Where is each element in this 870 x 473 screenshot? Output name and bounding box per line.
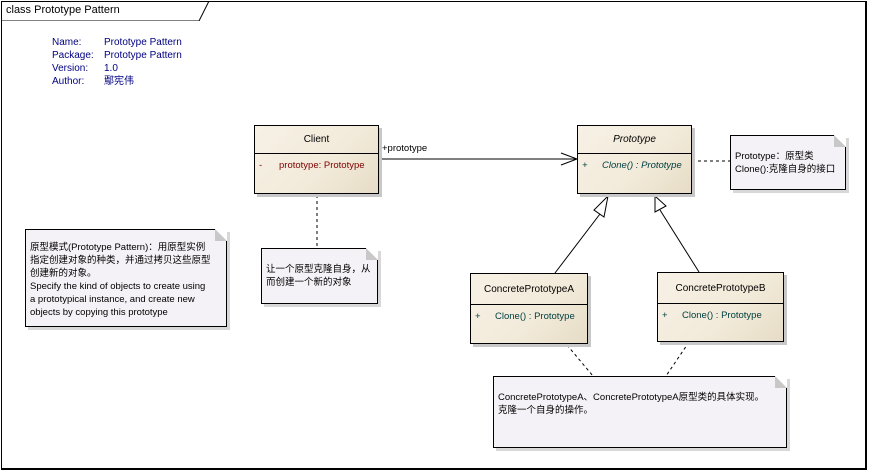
note-text: Prototype：原型类 bbox=[735, 151, 814, 162]
note-text: 让一个原型克隆自身，从 bbox=[266, 264, 371, 275]
metadata-value: 鄢宪伟 bbox=[104, 76, 134, 87]
note-fold bbox=[834, 135, 846, 147]
class-name: ConcretePrototypeB bbox=[658, 273, 783, 304]
note-text: 原型模式(Prototype Pattern)：用原型实例 bbox=[30, 242, 206, 253]
note-text: 克隆一个自身的操作。 bbox=[498, 405, 594, 416]
attribute-prototype[interactable]: - prototype: Prototype bbox=[255, 154, 378, 171]
metadata-value: Prototype Pattern bbox=[104, 50, 182, 61]
metadata-row-name: Name: Prototype Pattern bbox=[52, 36, 182, 49]
note-text: Specify the kind of objects to create us… bbox=[30, 281, 206, 292]
diagram-metadata: Name: Prototype Pattern Package: Prototype… bbox=[52, 36, 182, 88]
generalization-b-line bbox=[659, 209, 700, 273]
frame-title: class Prototype Pattern bbox=[6, 4, 120, 16]
operation-text: Clone() : Prototype bbox=[495, 311, 575, 322]
note-prototype[interactable]: Prototype：原型类 Clone():克隆自身的接口 bbox=[730, 135, 846, 190]
generalization-a-arrowhead bbox=[593, 194, 609, 218]
class-client[interactable]: Client - prototype: Prototype bbox=[254, 125, 379, 194]
metadata-key: Name: bbox=[52, 37, 82, 48]
note-concrete-prototypes[interactable]: ConcretePrototypeA、ConcretePrototypeA原型类… bbox=[493, 376, 787, 448]
metadata-value: Prototype Pattern bbox=[104, 37, 182, 48]
association-role-label: +prototype bbox=[382, 143, 428, 154]
class-prototype[interactable]: Prototype + Clone() : Prototype bbox=[577, 125, 692, 194]
generalization-b-arrowhead bbox=[654, 194, 667, 213]
class-concrete-prototype-b[interactable]: ConcretePrototypeB + Clone() : Prototype bbox=[657, 272, 784, 342]
operation-text: Clone() : Prototype bbox=[602, 160, 682, 171]
metadata-key: Version: bbox=[52, 63, 89, 74]
note-text: ConcretePrototypeA、ConcretePrototypeA原型类… bbox=[498, 392, 765, 403]
note-text: a prototypical instance, and create new bbox=[30, 294, 195, 305]
note-text: 而创建一个新的对象 bbox=[266, 277, 352, 288]
note-text: Clone():克隆自身的接口 bbox=[735, 164, 836, 175]
visibility-marker: + bbox=[475, 311, 481, 322]
operation-clone[interactable]: + Clone() : Prototype bbox=[658, 304, 783, 321]
attribute-text: prototype: Prototype bbox=[279, 160, 365, 171]
visibility-marker: - bbox=[259, 160, 263, 171]
metadata-key: Package: bbox=[52, 50, 94, 61]
note-text: 指定创建对象的种类，并通过拷贝这些原型 bbox=[30, 255, 211, 266]
note-client[interactable]: 让一个原型克隆自身，从 而创建一个新的对象 bbox=[261, 248, 378, 304]
operation-clone[interactable]: + Clone() : Prototype bbox=[578, 154, 691, 171]
operation-text: Clone() : Prototype bbox=[682, 310, 762, 321]
frame-tab bbox=[1, 1, 210, 21]
class-concrete-prototype-a[interactable]: ConcretePrototypeA + Clone() : Prototype bbox=[470, 273, 588, 344]
metadata-value: 1.0 bbox=[104, 63, 118, 74]
generalization-a-line bbox=[554, 209, 604, 274]
metadata-row-package: Package: Prototype Pattern bbox=[52, 49, 182, 62]
note-fold bbox=[215, 229, 227, 241]
metadata-row-version: Version: 1.0 bbox=[52, 62, 182, 75]
class-name: Prototype bbox=[578, 126, 691, 154]
note-text: objects by copying this prototype bbox=[30, 307, 168, 318]
note-fold bbox=[366, 248, 378, 260]
visibility-marker: + bbox=[662, 310, 668, 321]
operation-clone[interactable]: + Clone() : Prototype bbox=[471, 305, 587, 322]
class-name: Client bbox=[255, 126, 378, 154]
metadata-row-author: Author: 鄢宪伟 bbox=[52, 75, 182, 88]
concrete-b-note-link bbox=[665, 341, 690, 377]
visibility-marker: + bbox=[582, 160, 588, 171]
concrete-a-note-link bbox=[566, 344, 594, 377]
note-fold bbox=[775, 376, 787, 388]
metadata-key: Author: bbox=[52, 76, 85, 87]
note-pattern-description[interactable]: 原型模式(Prototype Pattern)：用原型实例 指定创建对象的种类，… bbox=[25, 229, 227, 327]
note-text: 创建新的对象。 bbox=[30, 268, 97, 279]
class-name: ConcretePrototypeA bbox=[471, 274, 587, 305]
